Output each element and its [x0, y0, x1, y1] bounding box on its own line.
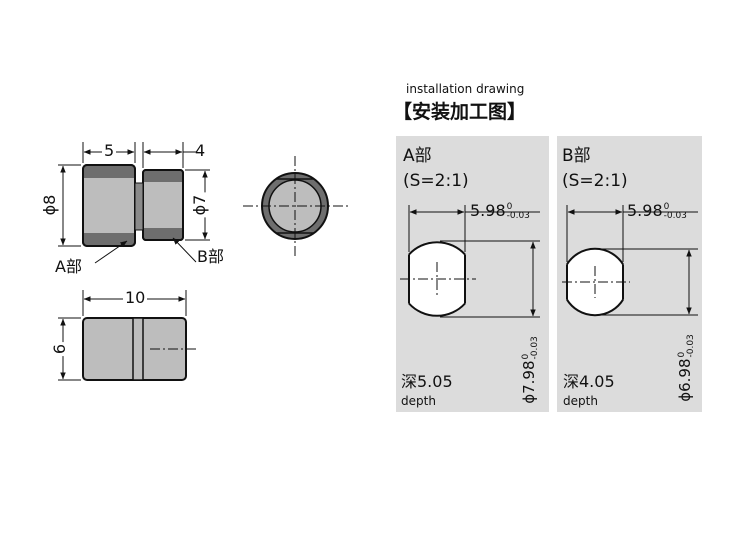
panel-b-scale: (S=2:1)	[562, 171, 628, 191]
hole-b-dimensions	[566, 205, 698, 316]
panel-b-width-tol-lower: -0.03	[663, 211, 687, 221]
panel-b-dia-tol-lower: -0.03	[686, 334, 696, 358]
hole-b-centerlines	[562, 266, 630, 298]
dim-a-width: 5	[102, 141, 117, 160]
dim-b-diameter: ϕ7	[190, 192, 209, 218]
bottom-view-part	[82, 317, 187, 381]
header-title: 【安装加工图】	[393, 101, 527, 123]
panel-a-depth-en: depth	[401, 394, 436, 408]
dim-length: 10	[123, 288, 148, 307]
panel-a-width-tol-upper: 0	[506, 202, 513, 212]
dim-b-width: 4	[195, 141, 206, 160]
dim-height: 6	[50, 341, 69, 357]
label-b-part: B部	[197, 247, 224, 266]
panel-b-title: B部	[562, 146, 591, 166]
panel-a-depth-cn: 深5.05	[401, 372, 453, 391]
panel-a-scale: (S=2:1)	[403, 171, 469, 191]
panel-b-width-tol-upper: 0	[663, 202, 670, 212]
hole-a-dimensions	[408, 205, 540, 318]
label-a-part: A部	[55, 257, 82, 276]
panel-a-width-tol-lower: -0.03	[506, 211, 530, 221]
panel-b-depth-cn: 深4.05	[563, 372, 615, 391]
panel-b-dia-value: ϕ6.98	[676, 358, 694, 402]
panel-b-depth-en: depth	[563, 394, 598, 408]
dim-a-diameter: ϕ8	[40, 194, 59, 216]
panel-a-width-value: 5.98	[470, 201, 506, 220]
panel-a-title: A部	[403, 146, 432, 166]
hole-a-centerlines	[400, 262, 476, 296]
header-subtitle: installation drawing	[406, 82, 525, 96]
end-view-centerlines	[243, 156, 348, 256]
panel-a-dia-value: ϕ7.98	[520, 360, 538, 404]
side-view-part	[82, 164, 184, 247]
panel-a-dia-tol-lower: -0.03	[530, 336, 540, 360]
panel-b-width-value: 5.98	[627, 201, 663, 220]
